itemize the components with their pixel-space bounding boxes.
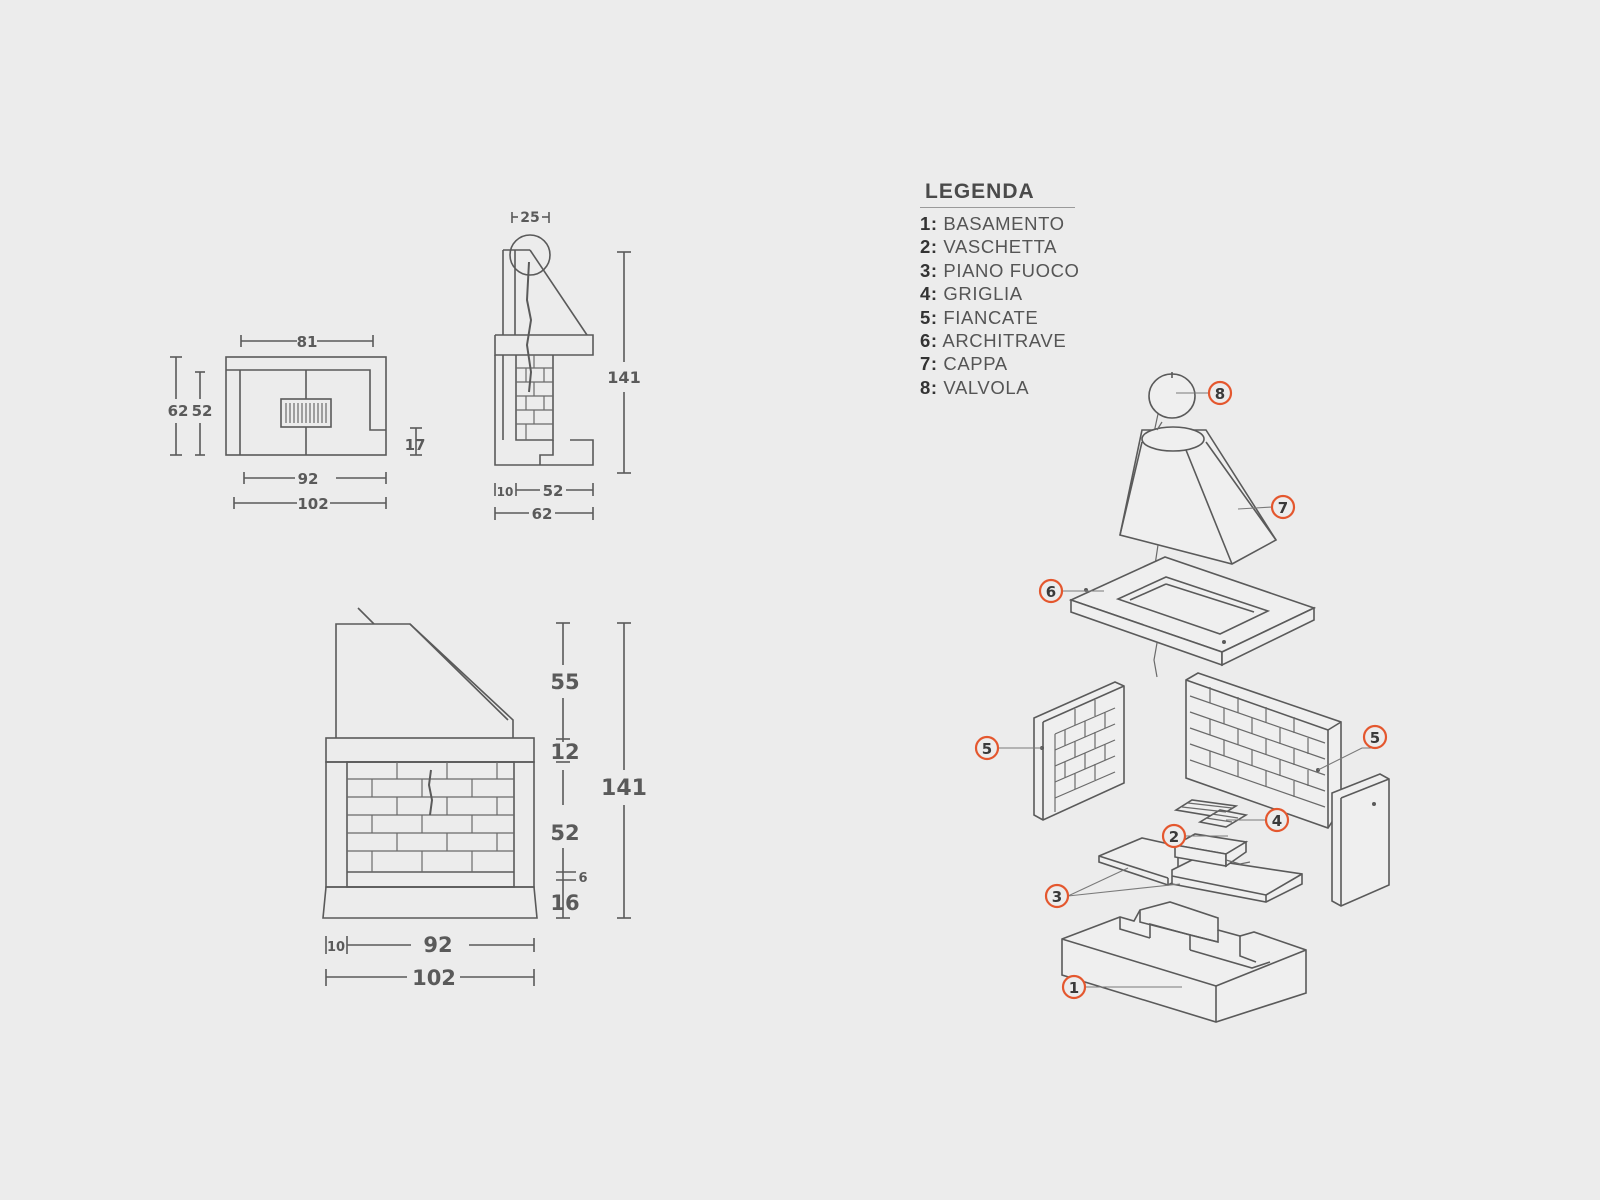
front-fire-height-label: 52 xyxy=(550,821,579,845)
top-width-outer-label: 102 xyxy=(297,495,328,513)
svg-text:5: 5 xyxy=(982,740,992,758)
legend-item: 2: VASCHETTA xyxy=(920,236,1058,258)
callout-1: 1 xyxy=(1061,974,1182,1000)
top-offset-label: 17 xyxy=(405,436,426,454)
side-flue-label: 25 xyxy=(520,210,539,226)
callout-6: 6 xyxy=(1038,578,1104,604)
callout-3: 3 xyxy=(1044,867,1181,909)
side-wall-label: 10 xyxy=(497,485,514,499)
svg-text:5: 5 xyxy=(1370,729,1380,747)
top-depth-outer-label: 62 xyxy=(168,402,189,420)
part-basamento xyxy=(1061,901,1307,1023)
part-architrave xyxy=(1068,556,1317,667)
legend-item: 3: PIANO FUOCO xyxy=(920,259,1080,281)
side-depth-outer-label: 62 xyxy=(532,505,553,523)
callout-8: 8 xyxy=(1176,380,1233,406)
front-lintel-height-label: 12 xyxy=(550,740,579,764)
svg-text:3: 3 xyxy=(1052,888,1062,906)
top-width-inner-label: 81 xyxy=(297,333,318,351)
legend-item: 7: CAPPA xyxy=(920,353,1008,375)
part-piano-fuoco xyxy=(1098,837,1303,903)
front-total-height-label: 141 xyxy=(601,776,647,801)
front-width-inner-label: 92 xyxy=(423,933,452,957)
legend-item: 6: ARCHITRAVE xyxy=(920,330,1067,352)
legend-item: 4: GRIGLIA xyxy=(920,283,1023,305)
svg-text:2: 2 xyxy=(1169,828,1179,846)
svg-text:8: 8 xyxy=(1215,385,1225,403)
part-vaschetta xyxy=(1172,833,1251,868)
part-fiancata-sinistra xyxy=(1033,681,1125,821)
top-width-mid-label: 92 xyxy=(298,470,319,488)
callout-7: 7 xyxy=(1237,494,1296,520)
svg-text:6: 6 xyxy=(1046,583,1056,601)
callout-5-right: 5 xyxy=(1317,724,1388,771)
front-hood-height-label: 55 xyxy=(550,670,579,694)
side-view: 25 141 10 52 62 xyxy=(494,210,641,523)
legend-item: 8: VALVOLA xyxy=(920,376,1030,398)
exploded-view: 8 7 6 5 5 4 2 xyxy=(974,372,1390,1023)
legend-item: 5: FIANCATE xyxy=(920,306,1039,328)
front-base-height-label: 16 xyxy=(550,891,579,915)
svg-text:1: 1 xyxy=(1069,979,1079,997)
part-fiancata-destra xyxy=(1331,773,1390,907)
side-height-label: 141 xyxy=(607,368,640,387)
part-cappa xyxy=(1119,421,1278,565)
legend-title: LEGENDA xyxy=(920,180,1075,208)
front-wall-label: 10 xyxy=(327,940,345,955)
callout-4: 4 xyxy=(1226,807,1290,833)
legend-item: 1: BASAMENTO xyxy=(920,213,1065,234)
top-view: 81 62 52 17 92 102 xyxy=(168,333,426,513)
front-view: 55 12 52 6 16 141 10 92 102 xyxy=(322,607,647,990)
callout-2: 2 xyxy=(1161,823,1228,849)
svg-text:4: 4 xyxy=(1272,812,1282,830)
part-fiancata-posteriore xyxy=(1185,672,1342,829)
part-griglia xyxy=(1173,799,1249,828)
legend: LEGENDA 1: BASAMENTO 2: VASCHETTA 3: PIA… xyxy=(920,180,1080,399)
front-width-outer-label: 102 xyxy=(412,966,456,990)
side-depth-inner-label: 52 xyxy=(543,482,564,500)
chain xyxy=(1153,642,1158,678)
front-grate-height-label: 6 xyxy=(578,871,587,886)
svg-text:7: 7 xyxy=(1278,499,1288,517)
top-depth-inner-label: 52 xyxy=(192,402,213,420)
callout-5-left: 5 xyxy=(974,735,1042,761)
